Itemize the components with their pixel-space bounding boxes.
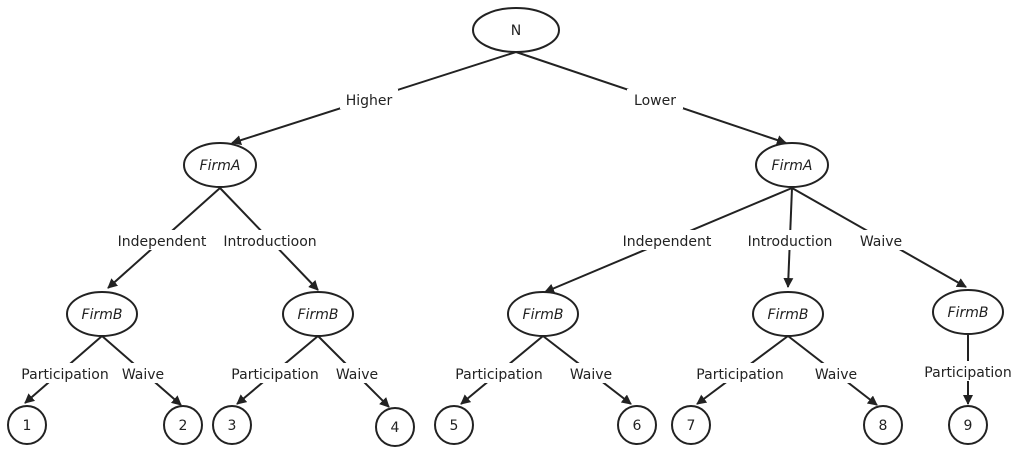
- firm-b-label: FirmB: [768, 307, 809, 323]
- terminal-label: 3: [228, 418, 237, 434]
- edge-label-independent-high: Independent: [118, 234, 207, 250]
- terminal-label: 4: [391, 420, 400, 436]
- firm-b-node-3: FirmB: [507, 291, 579, 337]
- edge-label-lower: Lower: [634, 93, 676, 109]
- terminal-node-5: 5: [434, 405, 474, 445]
- edge-label-participation-3: Participation: [455, 367, 542, 383]
- terminal-node-4: 4: [375, 407, 415, 447]
- terminal-node-1: 1: [7, 405, 47, 445]
- terminal-node-2: 2: [163, 405, 203, 445]
- terminal-node-8: 8: [863, 405, 903, 445]
- firm-b-node-2: FirmB: [282, 291, 354, 337]
- edge-labels: Higher Lower Independent Introductioon I…: [16, 89, 1017, 383]
- firm-a-node-higher: FirmA: [183, 142, 257, 188]
- firm-b-label: FirmB: [948, 305, 989, 321]
- edge-label-independent-low: Independent: [623, 234, 712, 250]
- terminal-node-7: 7: [671, 405, 711, 445]
- chance-node-label: N: [511, 23, 521, 39]
- nodes: N FirmA FirmA FirmB FirmB FirmB FirmB: [7, 7, 1004, 447]
- firm-a-label: FirmA: [200, 158, 241, 174]
- edge-label-waive-2: Waive: [336, 367, 378, 383]
- terminal-node-9: 9: [948, 405, 988, 445]
- terminal-label: 2: [179, 418, 188, 434]
- edges: [24, 51, 973, 408]
- edge-label-introduction-low: Introduction: [748, 234, 833, 250]
- terminal-label: 1: [23, 418, 32, 434]
- terminal-node-3: 3: [212, 405, 252, 445]
- edge-label-higher: Higher: [346, 93, 393, 109]
- terminal-node-6: 6: [617, 405, 657, 445]
- firm-b-label: FirmB: [82, 307, 123, 323]
- edge-label-participation-2: Participation: [231, 367, 318, 383]
- edge-label-participation-4: Participation: [696, 367, 783, 383]
- chance-node: N: [472, 7, 560, 53]
- terminal-label: 8: [879, 418, 888, 434]
- edge-label-introduction-high: Introductioon: [223, 234, 316, 250]
- edge-label-participation-5: Participation: [924, 365, 1011, 381]
- firm-b-label: FirmB: [298, 307, 339, 323]
- firm-a-label: FirmA: [772, 158, 813, 174]
- terminal-label: 6: [633, 418, 642, 434]
- edge-label-waive-4: Waive: [815, 367, 857, 383]
- firm-b-node-5: FirmB: [932, 289, 1004, 335]
- firm-b-label: FirmB: [523, 307, 564, 323]
- terminal-label: 7: [687, 418, 696, 434]
- edge-label-waive-1: Waive: [122, 367, 164, 383]
- edge-label-waive-low: Waive: [860, 234, 902, 250]
- firm-a-node-lower: FirmA: [755, 142, 829, 188]
- firm-b-node-1: FirmB: [66, 291, 138, 337]
- terminal-label: 5: [450, 418, 459, 434]
- terminal-label: 9: [964, 418, 973, 434]
- edge-label-participation-1: Participation: [21, 367, 108, 383]
- edge-label-waive-3: Waive: [570, 367, 612, 383]
- firm-b-node-4: FirmB: [752, 291, 824, 337]
